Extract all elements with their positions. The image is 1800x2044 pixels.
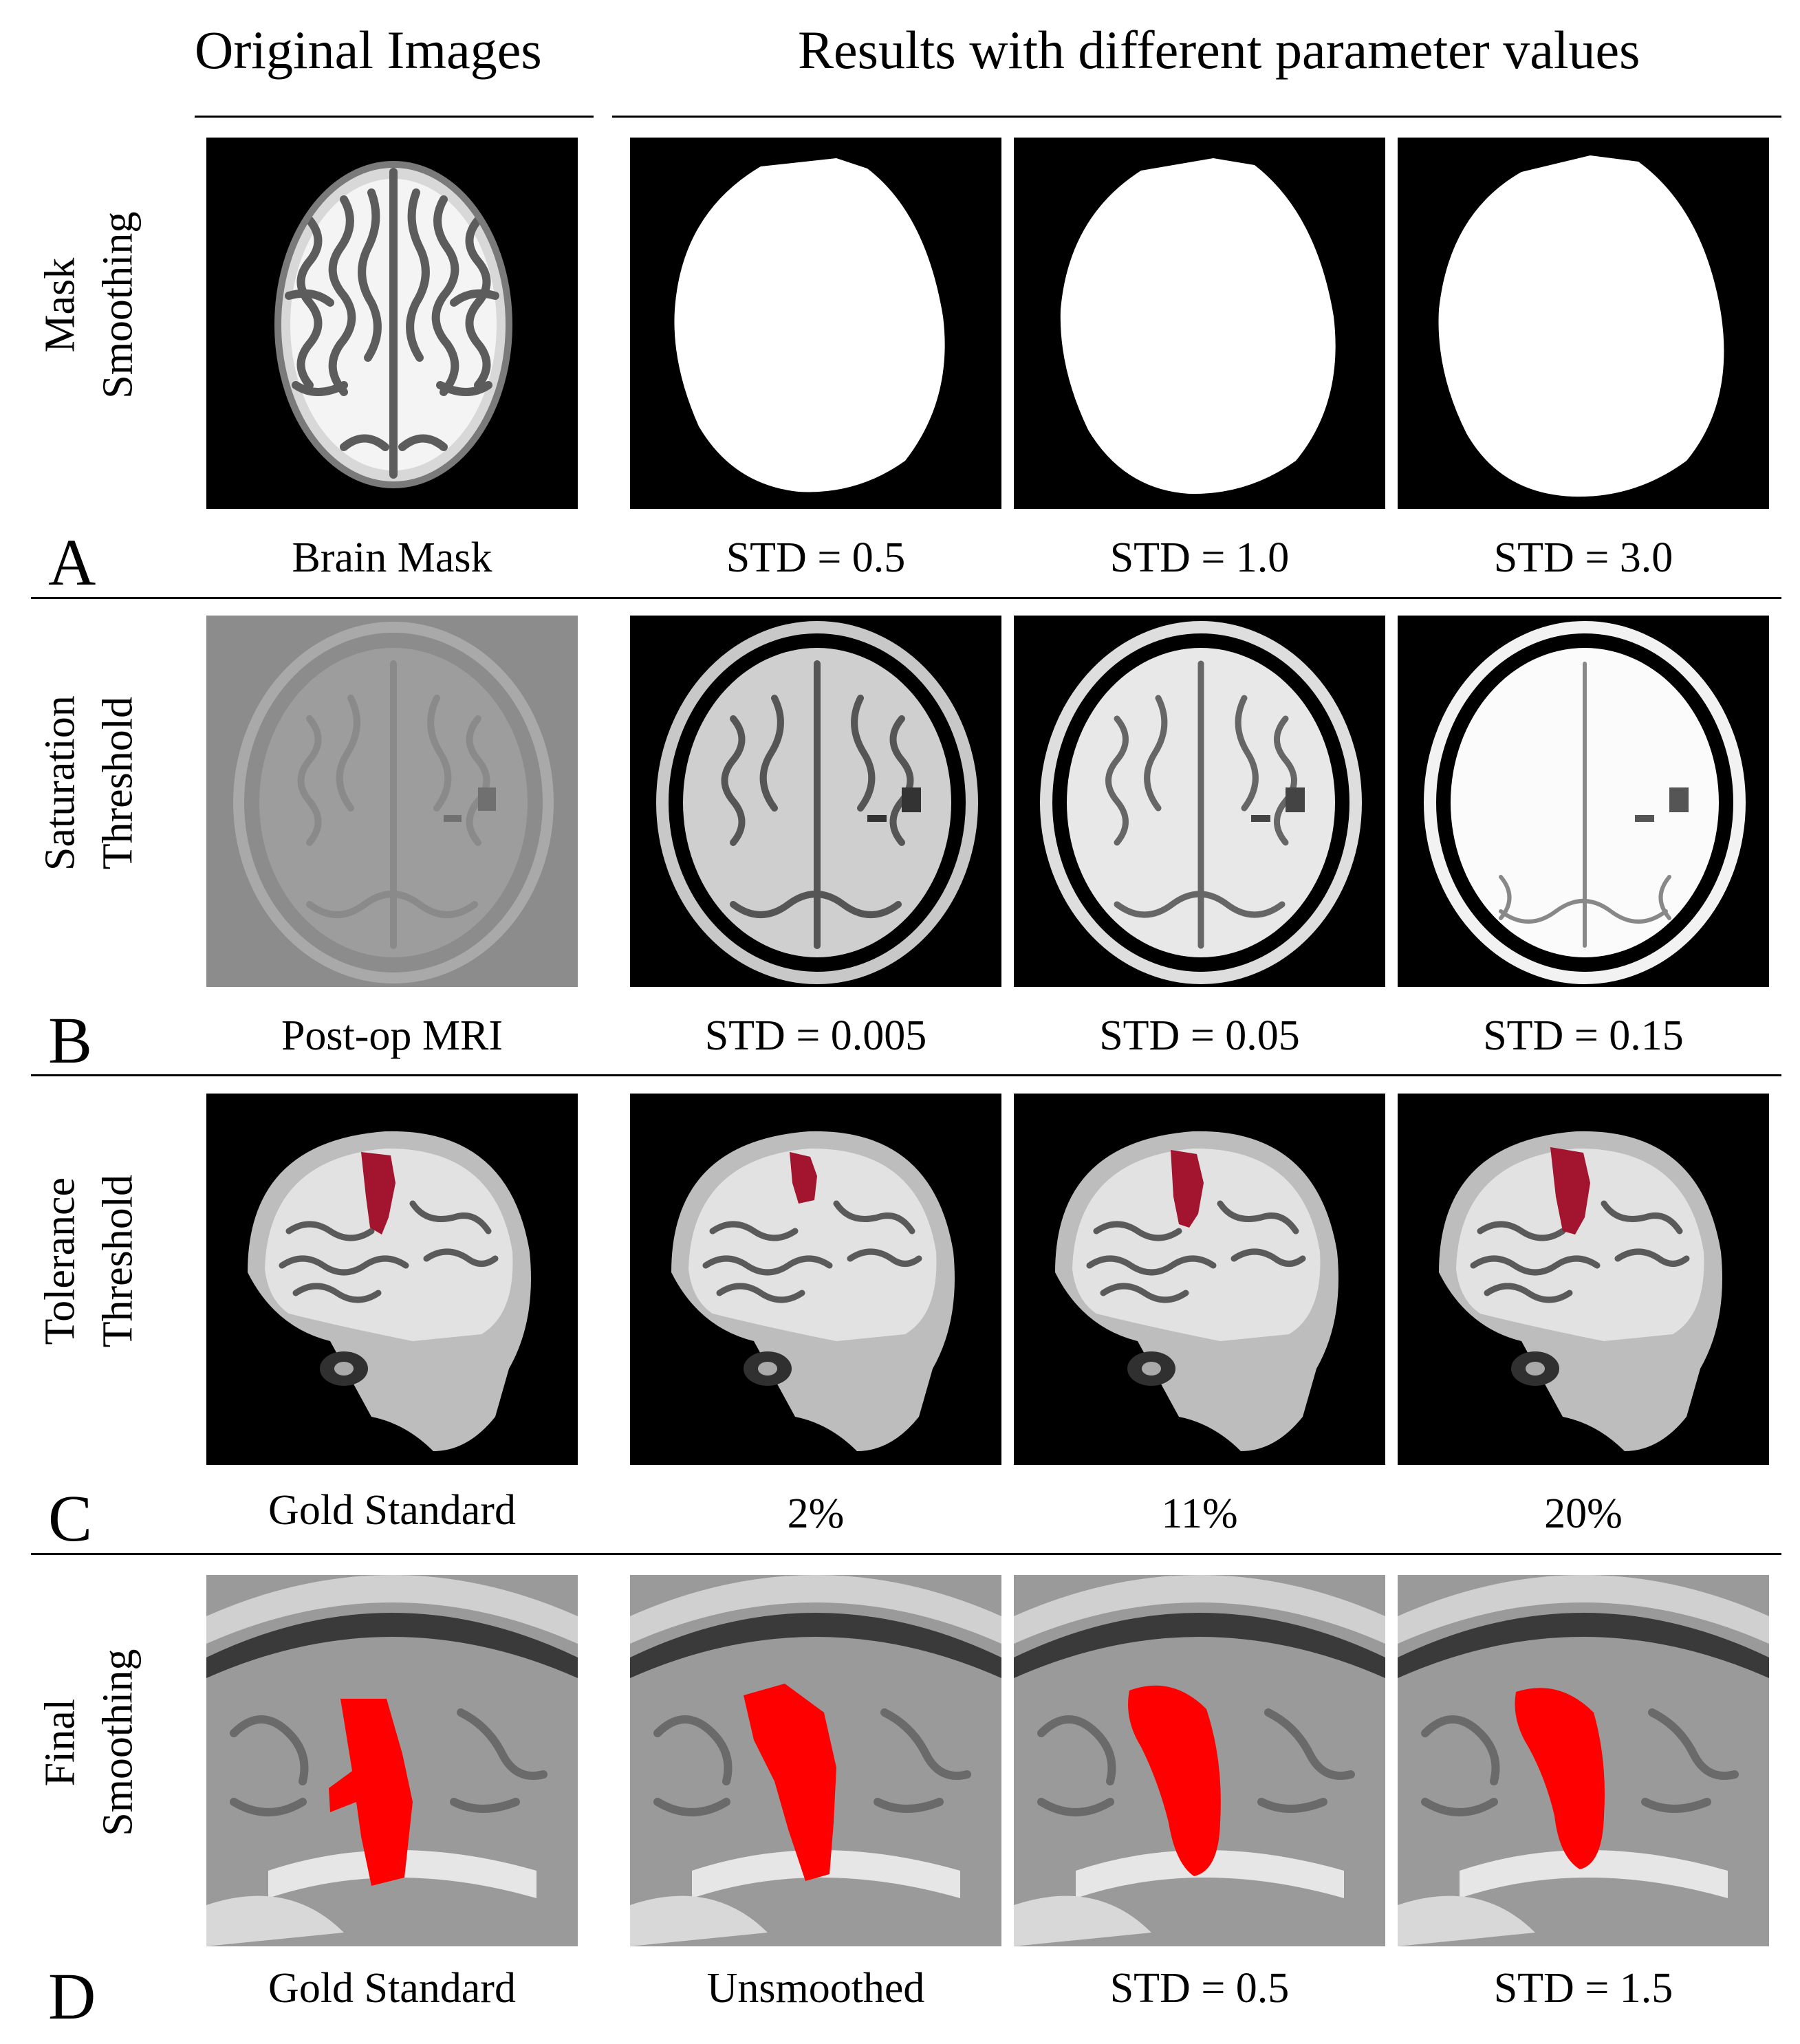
caption-d2: Unsmoothed bbox=[706, 1965, 925, 2012]
caption-d3: STD = 0.5 bbox=[1109, 1965, 1290, 2012]
panel-sagittal-gold-standard bbox=[206, 1094, 578, 1465]
row-letter-b: B bbox=[48, 1003, 93, 1077]
panel-mask-std-3-0 bbox=[1398, 138, 1769, 509]
panel-zoom-gold-standard bbox=[206, 1575, 578, 1946]
row-letter-d: D bbox=[48, 1959, 96, 2033]
caption-b1: Post-op MRI bbox=[281, 1012, 503, 1059]
caption-b3: STD = 0.05 bbox=[1099, 1012, 1300, 1059]
caption-d1: Gold Standard bbox=[268, 1965, 516, 2012]
row-separator bbox=[31, 597, 1781, 599]
caption-c3: 11% bbox=[1161, 1490, 1238, 1537]
panel-post-op-mri bbox=[206, 616, 578, 987]
panel-sagittal-20-percent bbox=[1398, 1094, 1769, 1465]
caption-c4: 20% bbox=[1544, 1490, 1623, 1537]
header-results: Results with different parameter values bbox=[798, 20, 1640, 80]
caption-c2: 2% bbox=[787, 1490, 845, 1537]
panel-mri-std-0-05 bbox=[1014, 616, 1385, 987]
row-separator bbox=[31, 1553, 1781, 1555]
caption-a4: STD = 3.0 bbox=[1493, 534, 1673, 581]
caption-c1: Gold Standard bbox=[268, 1487, 516, 1534]
panel-mri-std-0-005 bbox=[630, 616, 1001, 987]
panel-mask-std-1-0 bbox=[1014, 138, 1385, 509]
caption-d4: STD = 1.5 bbox=[1493, 1965, 1673, 2012]
panel-mask-std-0-5 bbox=[630, 138, 1001, 509]
panel-zoom-std-0-5 bbox=[1014, 1575, 1385, 1946]
caption-b4: STD = 0.15 bbox=[1483, 1012, 1684, 1059]
panel-zoom-std-1-5 bbox=[1398, 1575, 1769, 1946]
panel-zoom-unsmoothed bbox=[630, 1575, 1001, 1946]
caption-a2: STD = 0.5 bbox=[726, 534, 906, 581]
row-letter-c: C bbox=[48, 1481, 93, 1555]
panel-brain-mask bbox=[206, 138, 578, 509]
caption-a1: Brain Mask bbox=[292, 534, 492, 581]
panel-sagittal-2-percent bbox=[630, 1094, 1001, 1465]
panel-mri-std-0-15 bbox=[1398, 616, 1769, 987]
row-letter-a: A bbox=[48, 525, 96, 599]
caption-a3: STD = 1.0 bbox=[1109, 534, 1290, 581]
caption-b2: STD = 0.005 bbox=[704, 1012, 927, 1059]
header-underline-original bbox=[195, 116, 594, 118]
header-original-images: Original Images bbox=[195, 20, 542, 80]
panel-sagittal-11-percent bbox=[1014, 1094, 1385, 1465]
header-underline-results bbox=[612, 116, 1781, 118]
row-separator bbox=[31, 1074, 1781, 1076]
